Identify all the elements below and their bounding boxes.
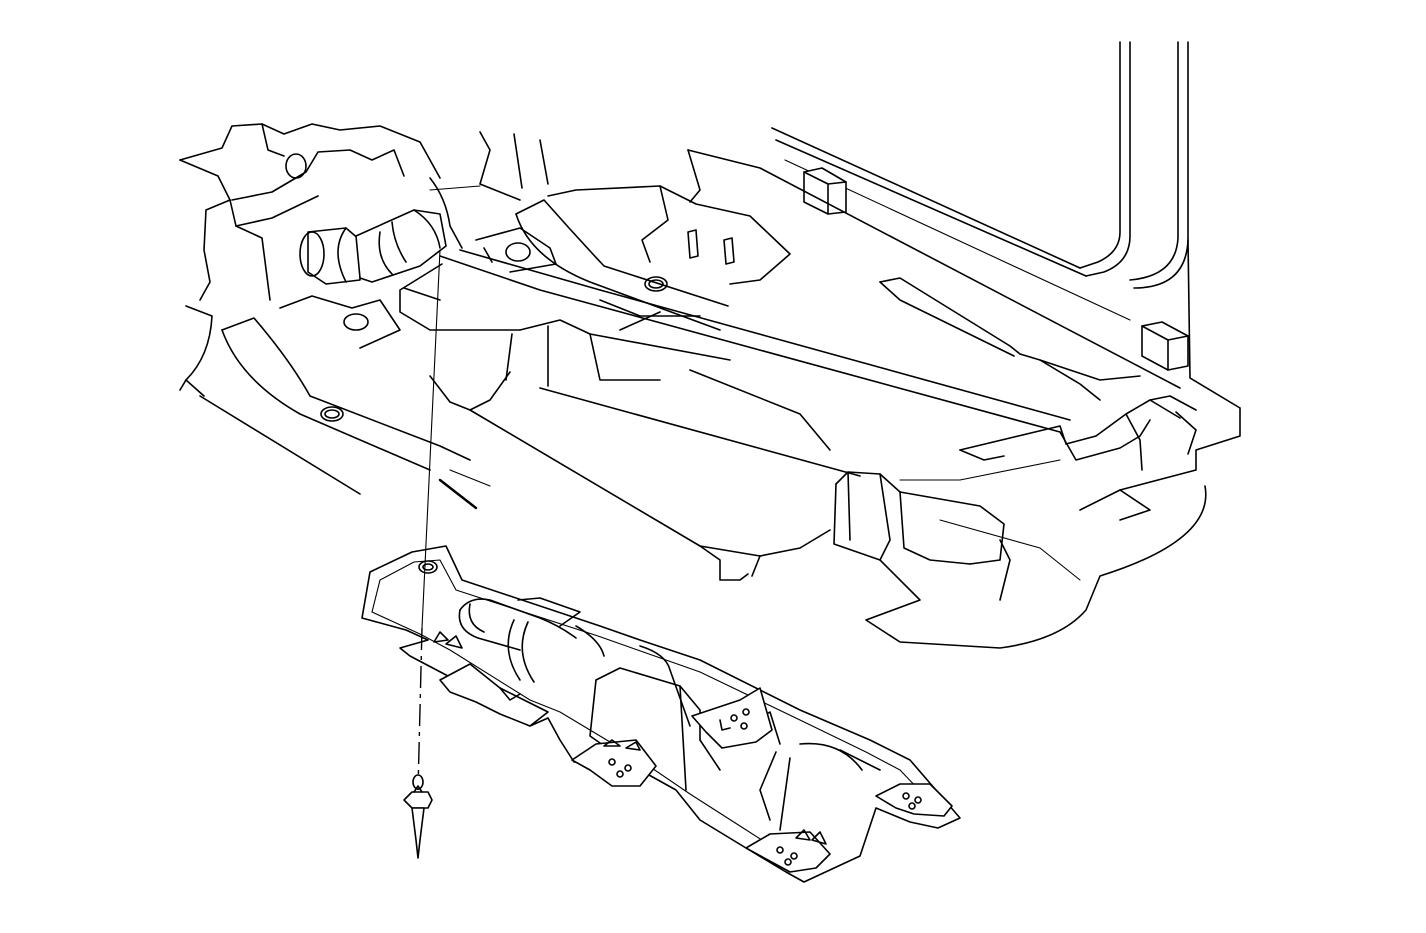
- mounting-tab: [875, 783, 953, 817]
- exhaust-tunnel: [399, 249, 1071, 581]
- exhaust-inlet-pipe: [299, 177, 463, 285]
- mounting-tab: [433, 631, 549, 727]
- rear-body-frame: [771, 41, 1241, 409]
- mounting-tab: [571, 739, 657, 787]
- floor-pan-outline: [687, 149, 1241, 649]
- mounting-tab: [691, 687, 773, 749]
- right-frame-rail: [475, 185, 791, 331]
- front-crossmember: [179, 123, 549, 301]
- mounting-tab: [745, 829, 831, 873]
- installation-centerline: [417, 249, 441, 791]
- rear-crossmembers: [879, 277, 1197, 481]
- underbody-shield: [361, 545, 961, 883]
- push-pin-retainer: [403, 774, 433, 859]
- left-frame-rail: [179, 295, 491, 510]
- bumper-blocks: [803, 167, 1189, 371]
- vehicle-underbody: [179, 41, 1241, 649]
